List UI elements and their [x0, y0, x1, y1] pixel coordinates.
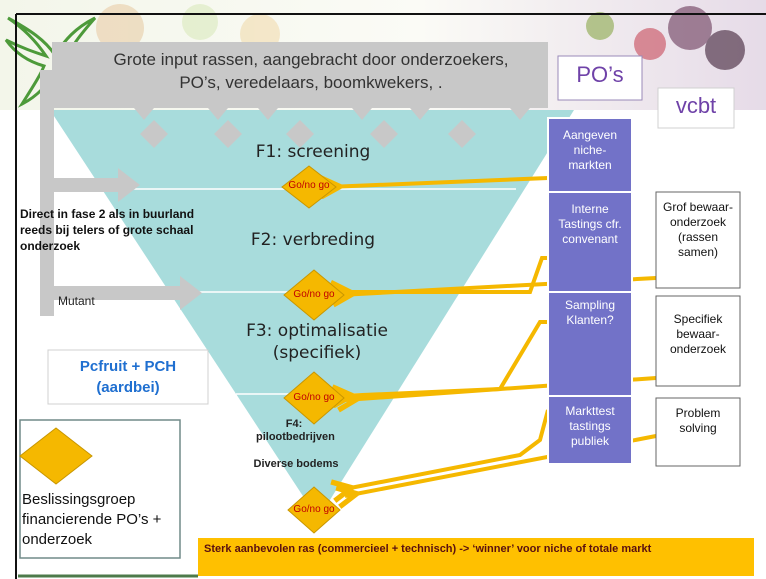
- white-box-1: Grof bewaar-onderzoek (rassen samen): [662, 200, 734, 259]
- gate-1: [281, 165, 337, 209]
- gate-label-1: Go/no go: [288, 180, 330, 191]
- result-bar: [198, 538, 754, 576]
- mutant-label: Mutant: [58, 294, 95, 308]
- vcbt-label: vcbt: [675, 93, 717, 118]
- purple-box-4: Markttest tastings publiek: [565, 404, 615, 448]
- input-chevrons: [140, 120, 476, 148]
- phase-f4: F4: pilootbedrijven: [256, 418, 335, 443]
- purple-box-3: Sampling Klanten?: [564, 298, 616, 327]
- pos-label: PO’s: [576, 62, 624, 87]
- purple-column: [547, 117, 633, 465]
- result-text: Sterk aanbevolen ras (commercieel + tech…: [204, 543, 652, 555]
- phase-f4-sub: Diverse bodems: [253, 458, 339, 470]
- phase-f3: F3: optimalisatie (specifiek): [246, 321, 388, 363]
- purple-box-1: Aangeven niche-markten: [562, 128, 618, 172]
- legend-gate-icon: [19, 427, 93, 485]
- phase-f1: F1: screening: [255, 142, 371, 162]
- gate-label-4: Go/no go: [293, 504, 335, 515]
- legend-box: [19, 419, 181, 559]
- white-column: [655, 191, 741, 467]
- gate-3: [283, 371, 345, 425]
- pcfruit-box: [47, 349, 209, 405]
- input-text: Grote input rassen, aangebracht door ond…: [113, 50, 509, 92]
- white-box-3: Problem solving: [675, 406, 721, 435]
- side-arrows: [40, 70, 202, 316]
- pos-box: [557, 55, 643, 101]
- vcbt-box: [657, 87, 735, 129]
- pcfruit-label: Pcfruit + PCH (aardbei): [79, 358, 177, 396]
- legend-text: Beslissingsgroep financierende PO’s + on…: [22, 491, 162, 548]
- phase-f2: F2: verbreding: [250, 230, 376, 250]
- fruit-decoration-right: [586, 6, 745, 70]
- gate-4: [287, 486, 341, 534]
- direct-note: Direct in fase 2 als in buurland reeds b…: [20, 207, 195, 253]
- purple-box-2: Interne Tastings cfr. convenant: [558, 202, 622, 246]
- gates: [281, 165, 345, 534]
- gate-label-3: Go/no go: [293, 392, 335, 403]
- gate-label-2: Go/no go: [293, 289, 335, 300]
- input-box: [52, 42, 548, 120]
- white-box-2: Specifiek bewaar-onderzoek: [669, 312, 727, 356]
- gate-2: [283, 269, 345, 321]
